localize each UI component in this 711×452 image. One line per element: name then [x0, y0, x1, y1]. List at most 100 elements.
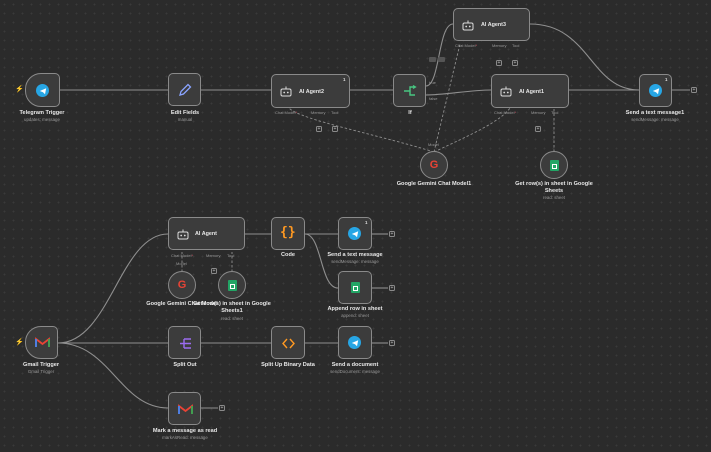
- node-label: Get row(s) in sheet in Google Sheets1: [193, 301, 271, 314]
- robot-icon: [500, 86, 512, 97]
- add-tool-button[interactable]: +: [332, 126, 338, 132]
- node-send-text-message[interactable]: 1: [338, 217, 372, 250]
- node-subtitle: append: sheet: [341, 313, 369, 318]
- telegram-icon: [348, 336, 361, 349]
- node-ai-agent1[interactable]: AI Agent1: [491, 74, 569, 108]
- node-label: Gmail Trigger: [22, 362, 60, 368]
- node-label: Edit Fields: [170, 110, 200, 116]
- add-tool-button[interactable]: +: [512, 60, 518, 66]
- node-subtitle: Gmail Trigger: [27, 369, 55, 374]
- node-get-rows[interactable]: [540, 151, 568, 179]
- node-if[interactable]: [393, 74, 426, 107]
- agent-title: AI Agent1: [519, 89, 544, 95]
- agent-title: AI Agent3: [481, 22, 506, 28]
- node-subtitle: sendMessage: message: [331, 259, 379, 264]
- split-out-icon: [178, 336, 193, 351]
- edge-agent3-to-sendtext1: [529, 23, 640, 91]
- node-label: Send a text message: [327, 252, 383, 258]
- edge-gemini1-to-agent1: [433, 107, 511, 153]
- edge-code-to-append: [304, 233, 339, 289]
- node-get-rows1[interactable]: [218, 271, 246, 299]
- node-subtitle: markAsRead: message: [162, 435, 208, 440]
- node-mark-read[interactable]: [168, 392, 201, 425]
- add-memory-button[interactable]: +: [211, 268, 217, 274]
- telegram-icon: [649, 84, 662, 97]
- trigger-lightning-icon: ⚡: [15, 339, 24, 346]
- node-subtitle: sendMessage: message: [631, 117, 679, 122]
- port-memory: Memory: [531, 110, 546, 115]
- port-model: Model: [176, 261, 187, 266]
- gmail-icon: [178, 404, 193, 415]
- google-icon: G: [177, 279, 187, 291]
- node-label: Google Gemini Chat Model1: [396, 181, 472, 187]
- google-sheets-icon: [351, 282, 360, 293]
- port-chat-model: Chat Model*: [275, 110, 298, 115]
- port-tool: Tool: [227, 253, 235, 258]
- node-send-text-message1[interactable]: 1: [639, 74, 672, 107]
- node-ai-agent2[interactable]: AI Agent2 1: [271, 74, 350, 108]
- agent-title: AI Agent: [195, 231, 217, 237]
- node-subtitle: manual: [177, 117, 193, 122]
- port-model: Model: [428, 142, 439, 147]
- add-memory-button[interactable]: +: [496, 60, 502, 66]
- node-subtitle: read: sheet: [221, 316, 243, 321]
- google-sheets-icon: [549, 159, 559, 171]
- node-append-row[interactable]: [338, 271, 372, 304]
- google-sheets-icon: [227, 279, 237, 291]
- port-tool: Tool: [551, 110, 559, 115]
- node-label: Get row(s) in sheet in Google Sheets: [515, 181, 593, 194]
- node-ai-agent[interactable]: AI Agent: [168, 217, 245, 250]
- node-gemini-model[interactable]: G: [168, 271, 196, 299]
- node-gemini-model1[interactable]: G: [420, 151, 448, 179]
- edge-if-false-to-agent1: [425, 89, 492, 96]
- edge-gmail-to-agent: [57, 233, 169, 344]
- node-ai-agent3[interactable]: AI Agent3: [453, 8, 530, 41]
- add-node-button[interactable]: +: [691, 87, 697, 93]
- add-node-button[interactable]: +: [389, 285, 395, 291]
- port-chat-model: Chat Model*: [494, 110, 517, 115]
- node-edit-fields[interactable]: [168, 73, 201, 106]
- node-telegram-trigger[interactable]: [25, 73, 60, 107]
- edge-gemini1-to-agent2: [288, 107, 435, 153]
- node-subtitle: updates: message: [24, 117, 60, 122]
- node-split-out[interactable]: [168, 326, 201, 359]
- node-label: Code: [281, 252, 295, 258]
- port-tool: Tool: [331, 110, 339, 115]
- code-braces-icon: {}: [280, 225, 296, 240]
- node-label: Google Gemini Chat Model: [146, 301, 218, 307]
- port-chat-model: Chat Model*: [171, 253, 194, 258]
- if-false-label: false: [429, 96, 438, 101]
- node-label: Split Out: [173, 362, 197, 368]
- node-subtitle: sendDocument: message: [330, 369, 380, 374]
- node-subtitle: read: sheet: [543, 195, 565, 200]
- if-branch-icon: [402, 83, 418, 99]
- port-memory: Memory: [311, 110, 326, 115]
- node-send-document[interactable]: [338, 326, 372, 359]
- edge-if-true-to-agent3: [425, 23, 454, 87]
- robot-icon: [177, 229, 189, 240]
- node-label: Mark a message as read: [152, 428, 218, 434]
- node-gmail-trigger[interactable]: [25, 326, 58, 359]
- edge-gmail-to-markread: [57, 342, 169, 409]
- add-memory-button[interactable]: +: [535, 126, 541, 132]
- telegram-icon: [348, 227, 361, 240]
- run-count-badge: 1: [343, 77, 346, 82]
- run-count-badge: 1: [365, 220, 368, 225]
- node-code[interactable]: {}: [271, 217, 305, 250]
- run-count-badge: 1: [665, 77, 668, 82]
- add-node-button[interactable]: +: [389, 340, 395, 346]
- robot-icon: [462, 20, 474, 31]
- split-binary-icon: [281, 336, 296, 351]
- add-node-button[interactable]: +: [219, 405, 225, 411]
- node-label: Send a text message1: [625, 110, 685, 116]
- if-true-label: true: [429, 80, 436, 85]
- add-node-button[interactable]: +: [389, 231, 395, 237]
- port-memory: Memory: [206, 253, 221, 258]
- robot-icon: [280, 86, 292, 97]
- node-split-binary[interactable]: [271, 326, 305, 359]
- gmail-icon: [35, 337, 50, 348]
- node-toolbar[interactable]: [429, 57, 445, 62]
- trigger-lightning-icon: ⚡: [15, 86, 24, 93]
- add-memory-button[interactable]: +: [316, 126, 322, 132]
